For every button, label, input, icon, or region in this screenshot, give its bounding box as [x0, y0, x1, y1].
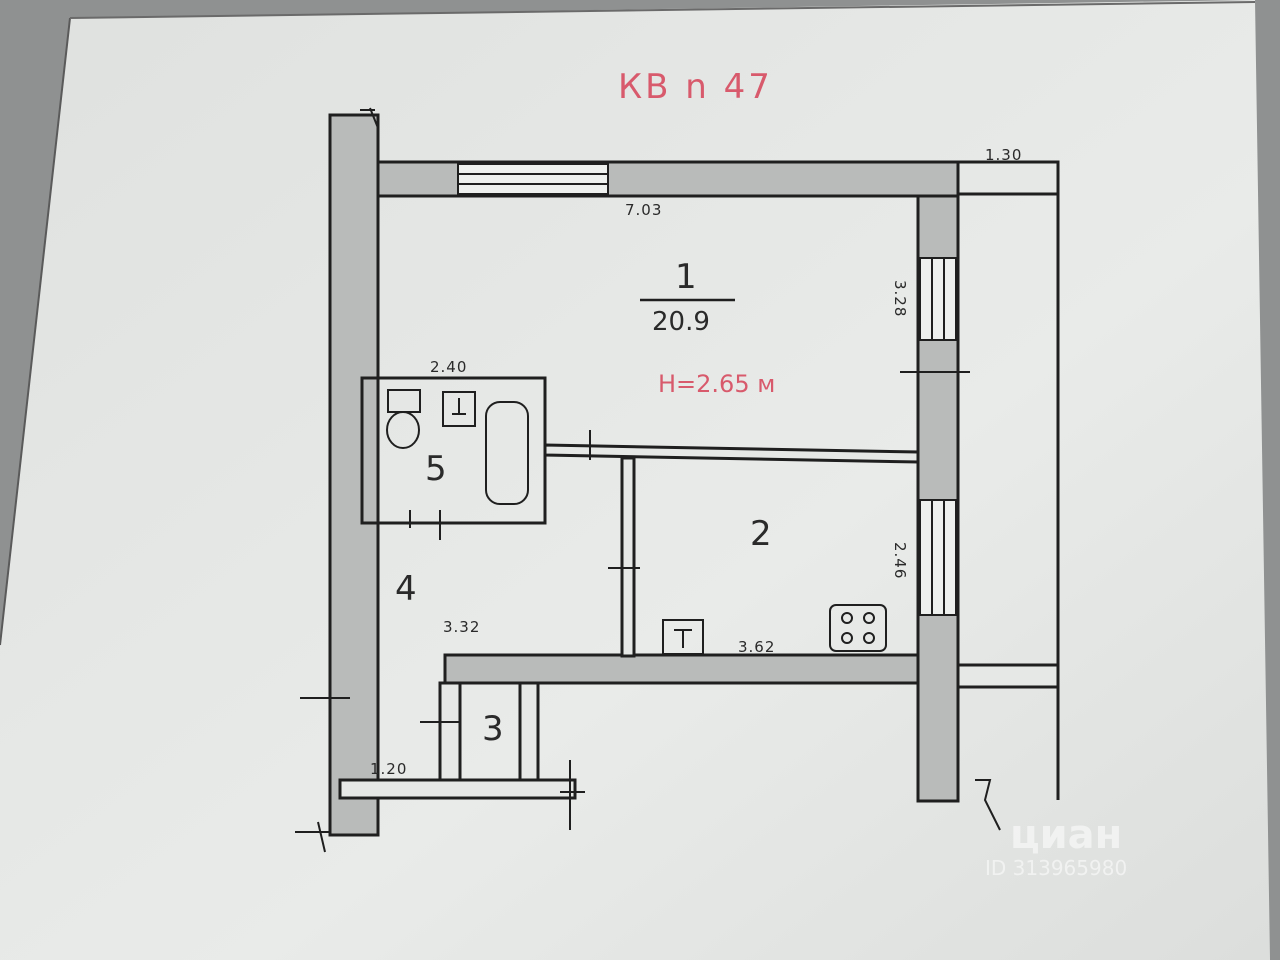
room-1-area: 20.9: [652, 307, 710, 337]
window-top: [457, 163, 609, 195]
wall-lower-right: [956, 663, 1060, 689]
wall-break-top: [360, 107, 379, 129]
room-5-number: 5: [425, 449, 447, 489]
wall-lower-horizontal: [443, 653, 920, 685]
window-right-upper: [919, 257, 957, 341]
room-4-number: 4: [395, 569, 417, 609]
watermark-id: ID 313965980: [985, 856, 1127, 880]
dim-bathroom-width: 2.40: [430, 358, 467, 376]
wall-left-outer: [328, 113, 380, 837]
sheet-border-top: [69, 1, 1256, 19]
apartment-label: КВ n 47: [618, 67, 773, 107]
kitchen-sink: [662, 619, 704, 655]
walls: [328, 113, 1060, 837]
room-2-number: 2: [750, 514, 772, 554]
ceiling-height: H=2.65 м: [658, 370, 775, 398]
bathtub: [485, 401, 529, 505]
dim-right-lower: 2.46: [891, 542, 909, 579]
wall-bottom: [338, 778, 577, 800]
window-right-lower: [919, 499, 957, 616]
dim-hall: 3.32: [443, 618, 480, 636]
wall-break-bottom: [975, 779, 1001, 831]
partitions: [295, 107, 1001, 853]
watermark-brand: циан: [1010, 812, 1122, 858]
wall-balcony-top: [956, 160, 1060, 196]
windows: [457, 163, 957, 616]
room-1-number: 1: [675, 257, 697, 297]
wall-break-lower-right: [560, 760, 585, 830]
wall-break-left-bottom: [295, 821, 330, 853]
dim-kitchen: 3.62: [738, 638, 775, 656]
sink: [442, 391, 476, 427]
dim-corner: 1.30: [985, 146, 1022, 164]
fixtures: [386, 298, 887, 655]
stove: [829, 604, 887, 652]
wall-closet-left: [438, 681, 462, 782]
dim-top-wall: 7.03: [625, 201, 662, 219]
partition-kitchen-left: [620, 456, 636, 658]
dim-bottom-left: 1.20: [370, 760, 407, 778]
room-3-number: 3: [482, 709, 504, 749]
sheet-border-left: [0, 17, 71, 646]
toilet-bowl: [386, 411, 420, 449]
wall-closet-right: [518, 681, 540, 782]
dim-right-upper: 3.28: [891, 280, 909, 317]
